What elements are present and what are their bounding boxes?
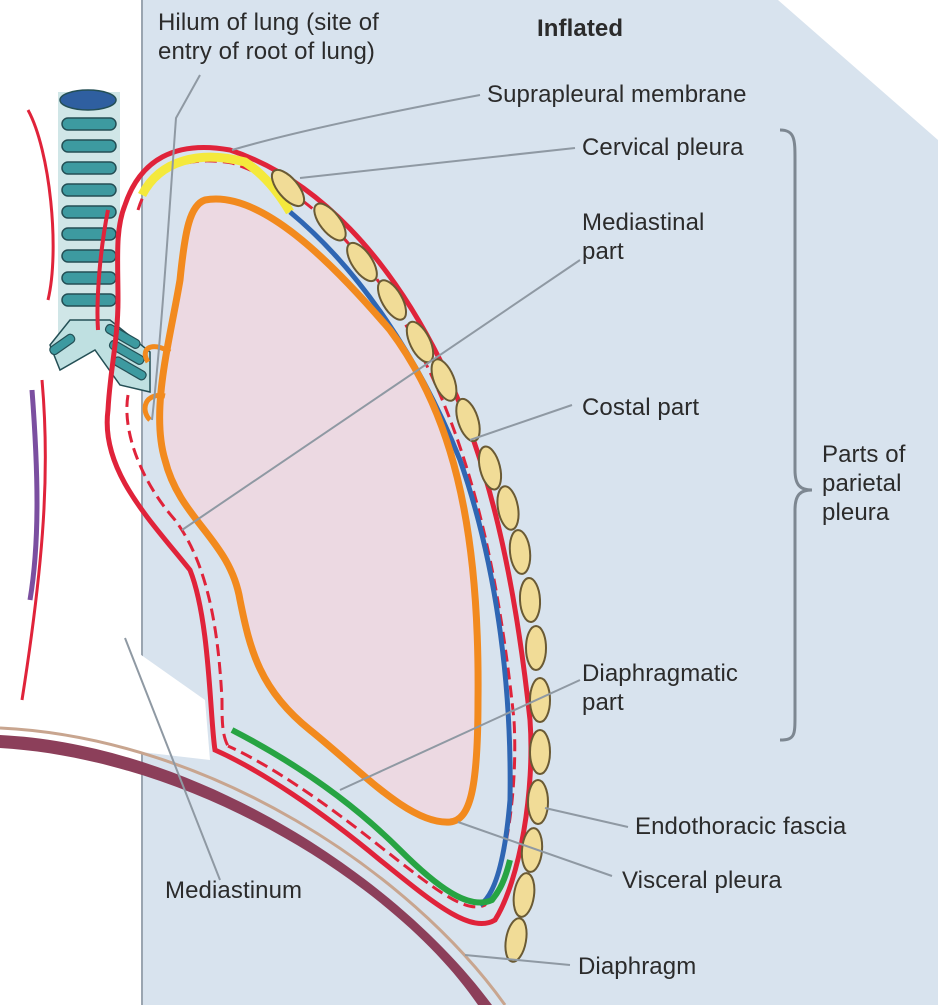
diagram-heading: Inflated: [537, 14, 623, 43]
label-diaphragmatic-part: Diaphragmatic part: [582, 659, 782, 717]
trachea-icon: [48, 90, 150, 392]
label-endothoracic-fascia: Endothoracic fascia: [635, 812, 846, 841]
left-vessel-red-top: [28, 110, 53, 300]
label-mediastinal-part: Mediastinal part: [582, 208, 742, 266]
label-mediastinum: Mediastinum: [165, 876, 302, 905]
label-parts-of-parietal-pleura: Parts of parietal pleura: [822, 440, 922, 527]
label-costal-part: Costal part: [582, 393, 699, 422]
label-hilum-of-lung: Hilum of lung (site of entry of root of …: [158, 8, 428, 66]
label-visceral-pleura: Visceral pleura: [622, 866, 782, 895]
label-diaphragm: Diaphragm: [578, 952, 696, 981]
label-suprapleural-membrane: Suprapleural membrane: [487, 80, 747, 109]
label-cervical-pleura: Cervical pleura: [582, 133, 744, 162]
